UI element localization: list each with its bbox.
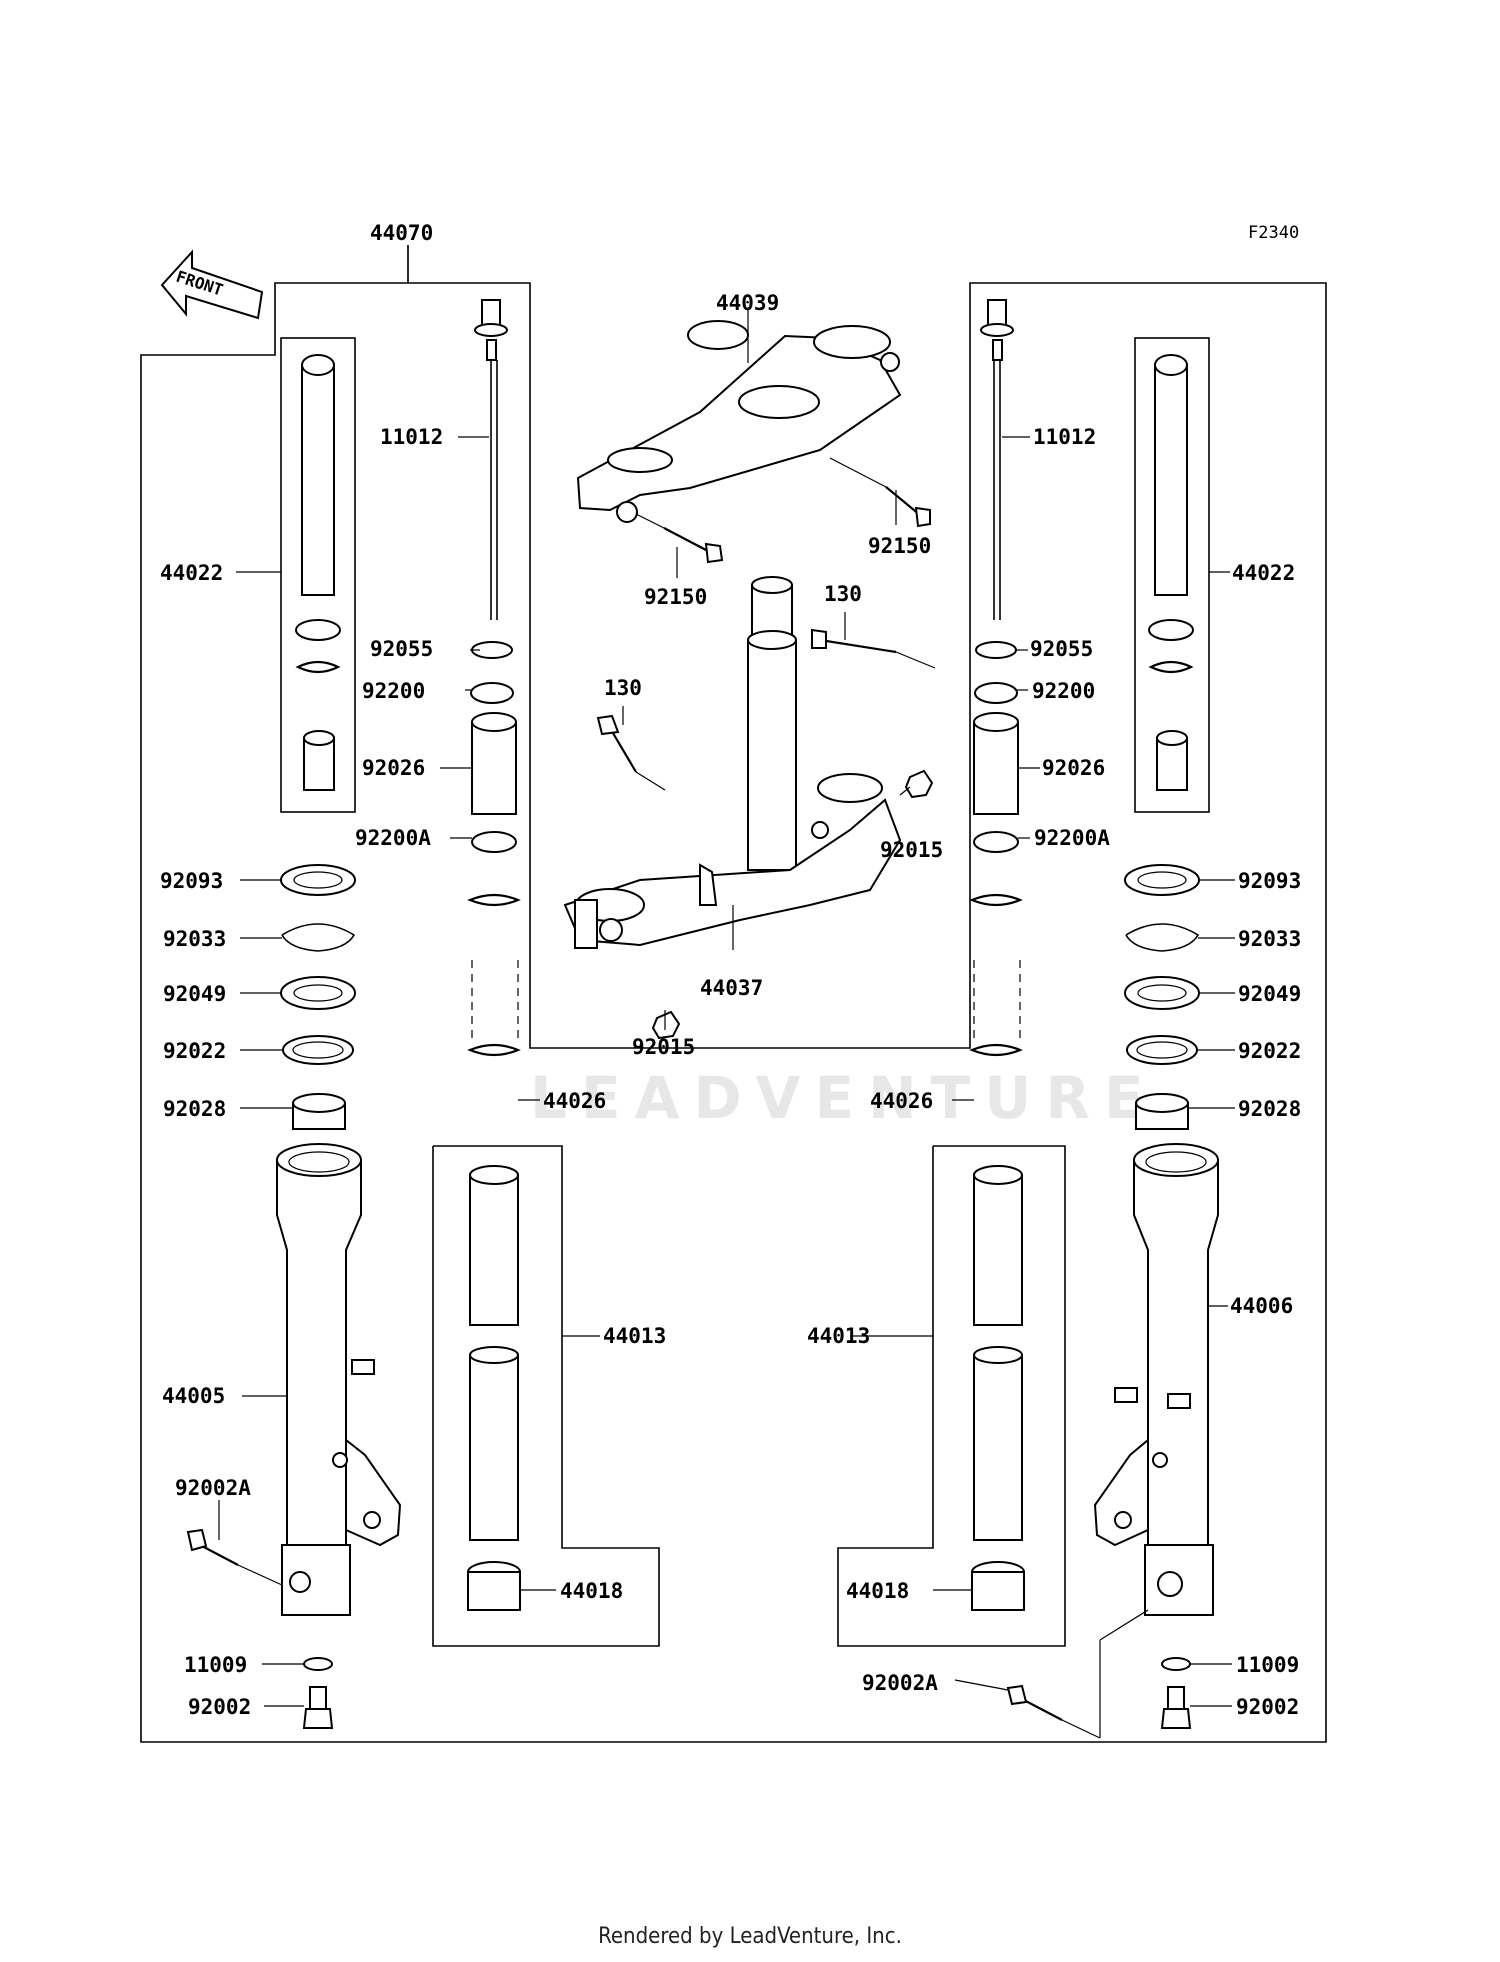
callout-92033-right: 92033 bbox=[1238, 927, 1301, 951]
callout-92055-left: 92055 bbox=[370, 637, 433, 661]
callout-44039: 44039 bbox=[716, 291, 779, 315]
callout-44037: 44037 bbox=[700, 976, 763, 1000]
callout-92002A-right: 92002A bbox=[862, 1671, 938, 1695]
front-arrow-icon: FRONT bbox=[160, 249, 264, 320]
callout-92026-right: 92026 bbox=[1042, 756, 1105, 780]
right-seals bbox=[1124, 864, 1200, 1130]
callout-92093-right: 92093 bbox=[1238, 869, 1301, 893]
watermark: LEADVENTURE bbox=[530, 1064, 1158, 1132]
inner-tube-left bbox=[467, 1165, 521, 1611]
callout-92150-left: 92150 bbox=[644, 585, 707, 609]
stem-bolts bbox=[596, 628, 936, 791]
cylinder-left bbox=[295, 354, 341, 791]
callout-92033-left: 92033 bbox=[163, 927, 226, 951]
outer-tube-right bbox=[1093, 1143, 1219, 1616]
footer-credit: Rendered by LeadVenture, Inc. bbox=[598, 1924, 902, 1949]
callout-44026-right: 44026 bbox=[870, 1089, 933, 1113]
callout-44013-right: 44013 bbox=[807, 1324, 870, 1348]
callout-92055-right: 92055 bbox=[1030, 637, 1093, 661]
callout-11012-left: 11012 bbox=[380, 425, 443, 449]
callout-11009-right: 11009 bbox=[1236, 1653, 1299, 1677]
callout-44018-right: 44018 bbox=[846, 1579, 909, 1603]
callout-130-right: 130 bbox=[824, 582, 862, 606]
callout-92200-left: 92200 bbox=[362, 679, 425, 703]
callout-92049-right: 92049 bbox=[1238, 982, 1301, 1006]
callout-92093-left: 92093 bbox=[160, 869, 223, 893]
callout-92028-right: 92028 bbox=[1238, 1097, 1301, 1121]
upper-bolts bbox=[635, 457, 931, 564]
callout-labels: 44070 11012 11012 44022 44022 44039 9215… bbox=[160, 221, 1301, 1719]
callout-92002-left: 92002 bbox=[188, 1695, 251, 1719]
bottom-bolts bbox=[186, 1528, 1192, 1739]
cylinder-right bbox=[1148, 354, 1194, 791]
callout-44005: 44005 bbox=[162, 1384, 225, 1408]
callout-11012-right: 11012 bbox=[1033, 425, 1096, 449]
steering-stem bbox=[563, 576, 902, 949]
callout-44070: 44070 bbox=[370, 221, 433, 245]
callout-92200A-left: 92200A bbox=[355, 826, 431, 850]
center-left-parts bbox=[467, 641, 521, 1057]
upper-bracket bbox=[576, 320, 902, 523]
callout-44006: 44006 bbox=[1230, 1294, 1293, 1318]
center-right-parts bbox=[969, 641, 1023, 1057]
callout-92002A-left: 92002A bbox=[175, 1476, 251, 1500]
assembly-frame bbox=[140, 245, 1327, 1743]
callout-44026-left: 44026 bbox=[543, 1089, 606, 1113]
callout-44013-left: 44013 bbox=[603, 1324, 666, 1348]
callout-44022-right: 44022 bbox=[1232, 561, 1295, 585]
callout-44022-left: 44022 bbox=[160, 561, 223, 585]
damper-rod-right bbox=[980, 299, 1014, 620]
callout-92015-right: 92015 bbox=[880, 838, 943, 862]
left-seals bbox=[280, 864, 356, 1130]
callout-92200A-right: 92200A bbox=[1034, 826, 1110, 850]
callout-92049-left: 92049 bbox=[163, 982, 226, 1006]
callout-92015-center: 92015 bbox=[632, 1035, 695, 1059]
callout-130-left: 130 bbox=[604, 676, 642, 700]
callout-92200-right: 92200 bbox=[1032, 679, 1095, 703]
callout-92028-left: 92028 bbox=[163, 1097, 226, 1121]
callout-92022-left: 92022 bbox=[163, 1039, 226, 1063]
outer-tube-left bbox=[276, 1143, 402, 1616]
damper-rod-left bbox=[474, 299, 508, 620]
callout-92022-right: 92022 bbox=[1238, 1039, 1301, 1063]
inner-tube-right bbox=[971, 1165, 1025, 1611]
stem-nuts bbox=[651, 769, 934, 1040]
figure-code: F2340 bbox=[1248, 223, 1299, 243]
leader-lines bbox=[218, 245, 1235, 1707]
callout-11009-left: 11009 bbox=[184, 1653, 247, 1677]
callout-92150-right: 92150 bbox=[868, 534, 931, 558]
callout-92026-left: 92026 bbox=[362, 756, 425, 780]
callout-44018-left: 44018 bbox=[560, 1579, 623, 1603]
callout-92002-right: 92002 bbox=[1236, 1695, 1299, 1719]
